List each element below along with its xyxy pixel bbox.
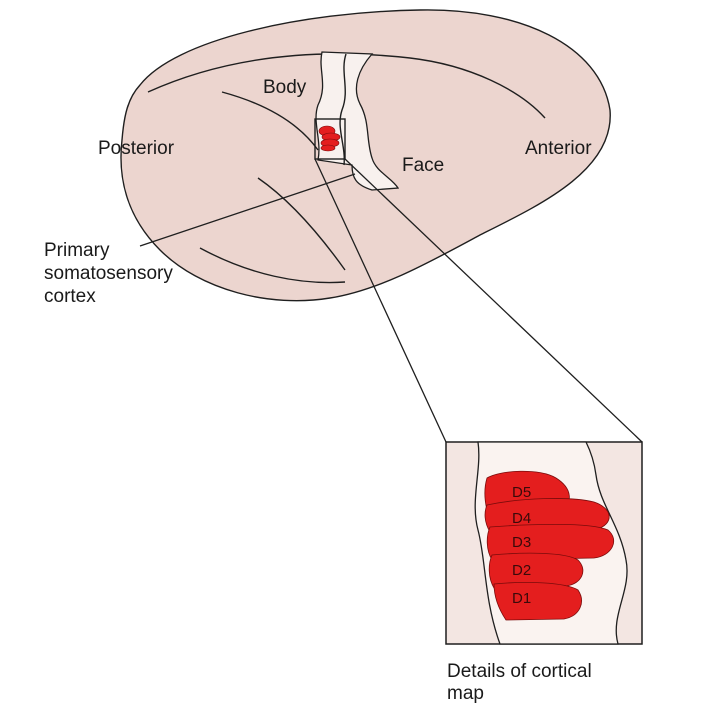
digit-label-d2: D2 (512, 562, 531, 579)
label-posterior: Posterior (98, 138, 175, 159)
digit-label-d1: D1 (512, 590, 531, 607)
brain-fold-lower (257, 177, 346, 271)
digit-label-d5: D5 (512, 484, 531, 501)
digit-regions (484, 470, 614, 621)
digit-region-d1 (493, 582, 582, 621)
digit-label-d4: D4 (512, 510, 531, 527)
label-primary-cortex-line2: somatosensory (44, 263, 173, 284)
somatosensory-strip-divider (339, 53, 347, 166)
digit-region-d4 (484, 498, 610, 533)
digit-region-d3 (486, 523, 614, 561)
label-primary-cortex-line3: cortex (44, 286, 96, 307)
label-details-line2: map (447, 683, 484, 704)
label-primary-cortex-line1: Primary (44, 240, 110, 261)
label-anterior: Anterior (525, 138, 592, 159)
selection-box (314, 118, 346, 160)
label-details-line1: Details of cortical (447, 661, 592, 682)
inset-panel: D5 D4 D3 D2 D1 (445, 441, 643, 645)
brain-hemisphere (120, 9, 611, 302)
brain-fold-middle (221, 91, 319, 151)
digit-region-d2 (488, 552, 584, 589)
brain-fold-rim (199, 247, 346, 284)
digit-label-d3: D3 (512, 534, 531, 551)
zoom-line-right (344, 158, 643, 443)
label-face: Face (402, 155, 444, 176)
cortex-pointer-line (139, 173, 356, 247)
brain-fold-top (147, 53, 546, 119)
label-body: Body (263, 77, 307, 98)
digit-patch-small (318, 125, 341, 152)
zoom-line-left (314, 158, 447, 443)
somatosensory-strip (315, 51, 400, 191)
